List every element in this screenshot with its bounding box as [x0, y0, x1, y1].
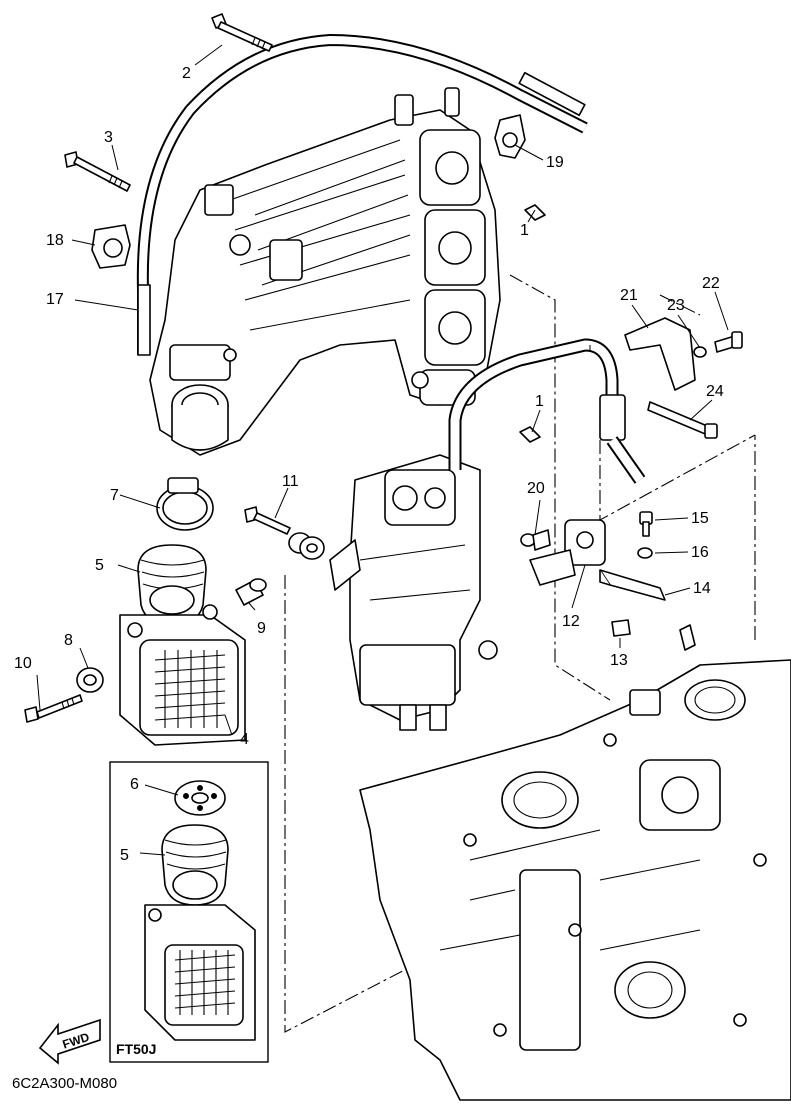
callout-5b: 5 — [120, 847, 129, 864]
small-parts-right — [494, 114, 743, 637]
intake-manifold — [149, 87, 501, 456]
washer-23 — [693, 346, 707, 358]
grommet-11 — [288, 532, 325, 560]
intake-parts — [24, 13, 325, 746]
callout-18: 18 — [46, 232, 64, 249]
callout-11: 11 — [282, 473, 299, 490]
callout-1a: 1 — [520, 222, 529, 239]
dowel-1-upper — [524, 204, 546, 221]
nut-13 — [611, 619, 631, 637]
breather-hose — [136, 34, 588, 356]
bracket-14 — [599, 569, 666, 601]
bolt-22 — [714, 331, 743, 353]
callout-13: 13 — [610, 652, 628, 669]
callout-14: 14 — [693, 580, 711, 597]
callout-17: 17 — [46, 291, 64, 308]
variant-label: FT50J — [116, 1041, 156, 1057]
callout-6: 6 — [130, 776, 139, 793]
leader-lines — [36, 44, 729, 856]
cylinder-block — [359, 624, 791, 1101]
callout-20: 20 — [527, 480, 545, 497]
callout-12: 12 — [562, 613, 580, 630]
callout-21: 21 — [620, 287, 638, 304]
callout-19: 19 — [546, 154, 564, 171]
callout-1b: 1 — [535, 393, 544, 410]
cable-tie-24 — [647, 401, 718, 439]
silencer-grid-inset — [174, 950, 236, 1015]
valve-12 — [529, 519, 606, 586]
grommet-8 — [76, 667, 104, 693]
bolt-3 — [64, 151, 131, 192]
callout-10: 10 — [14, 655, 32, 672]
callout-22: 22 — [702, 275, 720, 292]
callout-3: 3 — [104, 129, 113, 146]
reference-code: 6C2A300-M080 — [12, 1075, 117, 1092]
clip-20 — [520, 529, 551, 551]
vapor-separator — [329, 454, 498, 731]
callout-8: 8 — [64, 632, 73, 649]
callout-15: 15 — [691, 510, 709, 527]
bolt-10 — [24, 694, 83, 723]
variant-inset: FT50J — [109, 761, 269, 1063]
silencer-4 — [119, 604, 246, 746]
hose-clamp-7 — [156, 477, 214, 531]
washer-16 — [637, 547, 653, 559]
callout-5a: 5 — [95, 557, 104, 574]
callout-numbers: 2 3 18 17 19 1 1 7 5 8 10 9 4 11 6 5 20 … — [14, 65, 724, 864]
dowel-1-lower — [519, 426, 541, 443]
clamp-19 — [494, 114, 526, 159]
callout-16: 16 — [691, 544, 709, 561]
bolt-15 — [639, 511, 653, 537]
fuel-hose — [448, 338, 646, 484]
callout-4: 4 — [240, 731, 249, 748]
collar-9 — [235, 578, 267, 606]
callout-7: 7 — [110, 487, 119, 504]
callout-23: 23 — [667, 297, 685, 314]
callout-24: 24 — [706, 383, 724, 400]
joint-5 — [137, 544, 207, 626]
bolt-2 — [211, 13, 273, 52]
callout-2: 2 — [182, 65, 191, 82]
clamp-18 — [91, 224, 131, 269]
callout-9: 9 — [257, 620, 266, 637]
bolt-11 — [244, 506, 291, 535]
bracket-21 — [624, 317, 696, 391]
forward-direction-badge: FWD — [38, 1018, 101, 1065]
